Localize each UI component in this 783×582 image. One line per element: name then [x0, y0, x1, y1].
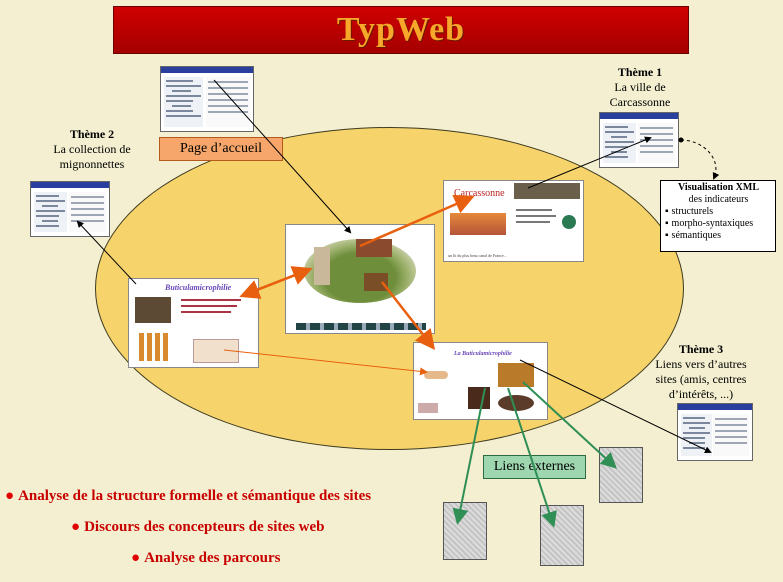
theme3-label: Thème 3 Liens vers d’autres sites (amis,… — [640, 342, 762, 402]
bullet-text-3: Analyse des parcours — [144, 550, 281, 566]
theme2-line-1: La collection de — [53, 142, 131, 156]
title-banner: TypWeb — [113, 6, 689, 54]
visualisation-list: structurels morpho-syntaxiques sémantiqu… — [665, 206, 772, 242]
green-arrow-2 — [507, 387, 557, 528]
visualisation-item: structurels — [665, 206, 772, 218]
green-arrow-1 — [452, 387, 486, 525]
page-accueil-label: Page d’accueil — [159, 137, 283, 161]
carcassonne-title: Carcassonne — [454, 188, 505, 199]
theme3-line-2: sites (amis, centres — [655, 372, 747, 386]
arrow-theme1-to-visualisation — [680, 139, 720, 180]
theme2-label: Thème 2 La collection de mignonnettes — [22, 127, 162, 172]
title-text: TypWeb — [336, 11, 466, 48]
visualisation-item: sémantiques — [665, 230, 772, 242]
theme3-window-thumbnail — [677, 403, 753, 461]
arrow-home-to-links — [381, 281, 436, 350]
arrow-buticula-to-links — [223, 349, 428, 376]
bullet-line-3: ●Analyse des parcours — [131, 550, 280, 567]
arrow-links-to-theme3-thumb — [519, 359, 712, 453]
visualisation-subtitle: des indicateurs — [688, 194, 749, 205]
bullet-text-2: Discours des concepteurs de sites web — [84, 519, 325, 535]
theme1-line-2: Carcassonne — [609, 95, 671, 109]
green-arrow-3 — [522, 381, 617, 469]
arrow-buticula-to-theme2-thumb — [76, 220, 137, 285]
theme1-heading: Thème 1 — [617, 65, 663, 79]
carcassonne-site-screenshot: Carcassonne un lit du plus beau canal de… — [443, 180, 584, 262]
arrow-carcassonne-to-theme1-thumb — [527, 136, 652, 189]
bullet-text-1: Analyse de la structure formelle et séma… — [18, 488, 372, 504]
visualisation-item: morpho-syntaxiques — [665, 218, 772, 230]
bullet-dot-icon: ● — [131, 550, 141, 566]
visualisation-title: Visualisation XML — [677, 182, 760, 193]
arrow-home-to-carcassonne — [359, 194, 475, 248]
theme1-line-1: La ville de — [614, 80, 666, 94]
visualisation-xml-box: Visualisation XML des indicateurs struct… — [660, 180, 776, 252]
theme1-label: Thème 1 La ville de Carcassonne — [585, 65, 695, 110]
theme3-heading: Thème 3 — [678, 342, 724, 356]
buticulamicrophilie-title: Buticulamicrophilie — [165, 283, 232, 292]
carcassonne-footer: un lit du plus beau canal de France... — [448, 253, 507, 258]
buticulamicrophilie-site-screenshot: Buticulamicrophilie — [128, 278, 259, 368]
theme2-heading: Thème 2 — [69, 127, 115, 141]
bullet-dot-icon: ● — [71, 519, 81, 535]
arrow-buticula-to-home — [243, 266, 313, 297]
links-page-title: La Buticulamicrophilie — [454, 351, 512, 357]
theme3-line-3: d’intérêts, ...) — [668, 387, 734, 401]
theme3-line-1: Liens vers d’autres — [655, 357, 747, 371]
homepage-window-thumbnail — [160, 66, 254, 132]
theme1-window-thumbnail — [599, 112, 679, 168]
arrow-thumbnail-to-home — [213, 79, 352, 234]
bullet-line-1: ●Analyse de la structure formelle et sém… — [5, 488, 371, 505]
bullet-line-2: ●Discours des concepteurs de sites web — [71, 519, 324, 536]
theme2-line-2: mignonnettes — [59, 157, 125, 171]
theme2-window-thumbnail — [30, 181, 110, 237]
bullet-dot-icon: ● — [5, 488, 15, 504]
